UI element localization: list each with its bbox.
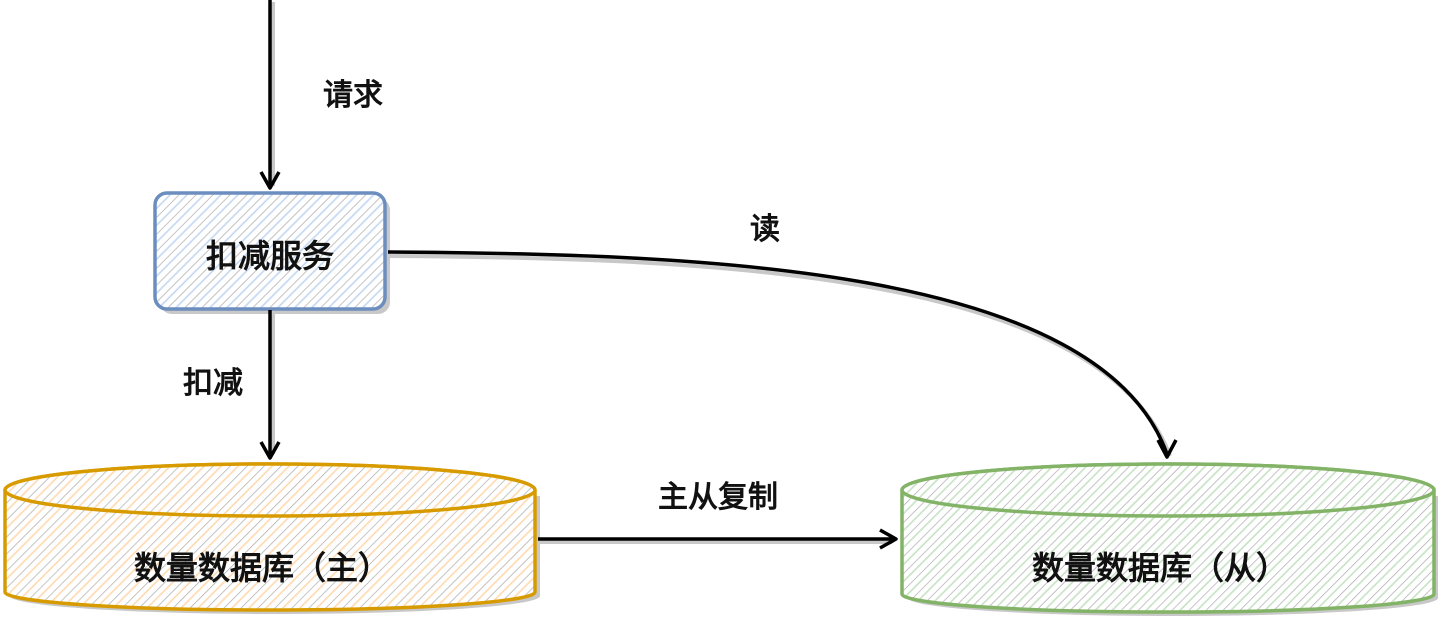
read-label: 读	[750, 212, 780, 247]
deduct-service-label: 扣减服务	[205, 237, 335, 275]
request-arrow	[259, 0, 281, 190]
master-db-label: 数量数据库（主）	[133, 549, 391, 587]
read-arrow	[387, 250, 1178, 459]
request-label: 请求	[323, 78, 383, 113]
deduct-arrow	[259, 310, 281, 460]
replication-arrow	[538, 528, 898, 550]
slave-db-label: 数量数据库（从）	[1031, 549, 1289, 587]
deduct-label: 扣减	[183, 366, 243, 401]
master-db-node[interactable]	[3, 462, 540, 614]
deduct-service-node[interactable]	[153, 191, 390, 314]
replication-label: 主从复制	[658, 480, 778, 515]
slave-db-node[interactable]	[900, 462, 1438, 616]
